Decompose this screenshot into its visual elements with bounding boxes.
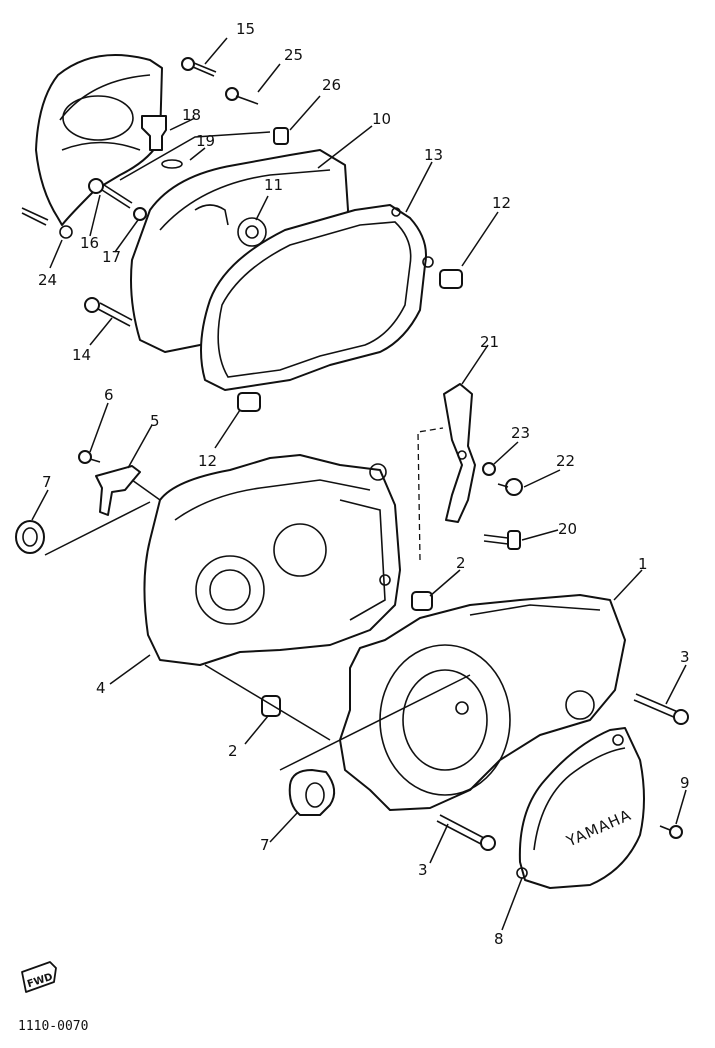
plug-18	[141, 115, 167, 151]
callout-12-upper: 12	[492, 194, 511, 212]
dowel-12-lower	[237, 392, 261, 412]
bolt-15	[181, 57, 217, 77]
figure-code: 1110-0070	[18, 1019, 88, 1034]
cap-26	[273, 127, 289, 145]
dust-shield-part	[35, 54, 163, 239]
callout-3-lower: 3	[418, 861, 428, 879]
callout-2-right: 2	[456, 554, 466, 572]
washer-17	[133, 207, 147, 221]
bolt-22	[497, 478, 523, 496]
callout-5: 5	[150, 412, 160, 430]
alignment-lines	[44, 131, 471, 771]
o-ring-19	[161, 159, 183, 169]
callout-7-upper: 7	[42, 473, 52, 491]
screw-9	[659, 825, 683, 839]
screw-6	[78, 450, 101, 464]
gasket-13	[200, 204, 434, 391]
callout-19: 19	[196, 132, 215, 150]
callout-12-lower: 12	[198, 452, 217, 470]
callout-4: 4	[96, 679, 106, 697]
crankcase-1	[339, 594, 626, 811]
bolt-3-lower	[436, 814, 496, 851]
retainer-5	[95, 465, 141, 516]
callout-20: 20	[558, 520, 577, 538]
bolt-16	[88, 178, 133, 209]
callout-25: 25	[284, 46, 303, 64]
callout-6: 6	[104, 386, 114, 404]
oil-seal-7-lower	[288, 769, 336, 816]
callout-17: 17	[102, 248, 121, 266]
callout-21: 21	[480, 333, 499, 351]
callout-leaders	[31, 37, 687, 931]
bolt-24	[21, 207, 49, 226]
callout-11: 11	[264, 176, 283, 194]
crankcase-cover-8: YAMAHA	[516, 727, 645, 889]
bolt-20	[483, 530, 521, 550]
callout-7-lower: 7	[260, 836, 270, 854]
callout-13: 13	[424, 146, 443, 164]
dowel-12-upper	[439, 269, 463, 289]
bracket-21	[443, 383, 476, 523]
dowel-2-right	[411, 591, 433, 611]
fwd-arrow-icon: FWD	[21, 961, 57, 993]
callout-23: 23	[511, 424, 530, 442]
callout-labels: 15 25 26 10 18 19 11 13 12 16 17 24 14 2…	[38, 20, 690, 948]
callout-22: 22	[556, 452, 575, 470]
oil-seal-7-upper	[15, 520, 45, 554]
callout-14: 14	[72, 346, 91, 364]
dowel-2-lower	[261, 695, 281, 717]
callout-1: 1	[638, 555, 648, 573]
screw-25	[225, 87, 259, 105]
callout-10: 10	[372, 110, 391, 128]
callout-16: 16	[80, 234, 99, 252]
callout-3-upper: 3	[680, 648, 690, 666]
callout-2-lower: 2	[228, 742, 238, 760]
callout-24: 24	[38, 271, 57, 289]
bolt-3-upper	[633, 693, 689, 725]
crankcase-4	[143, 454, 401, 666]
callout-18: 18	[182, 106, 201, 124]
callout-8: 8	[494, 930, 504, 948]
washer-23	[482, 462, 496, 476]
callout-9: 9	[680, 774, 690, 792]
bolt-14	[84, 297, 133, 327]
callout-26: 26	[322, 76, 341, 94]
callout-15: 15	[236, 20, 255, 38]
